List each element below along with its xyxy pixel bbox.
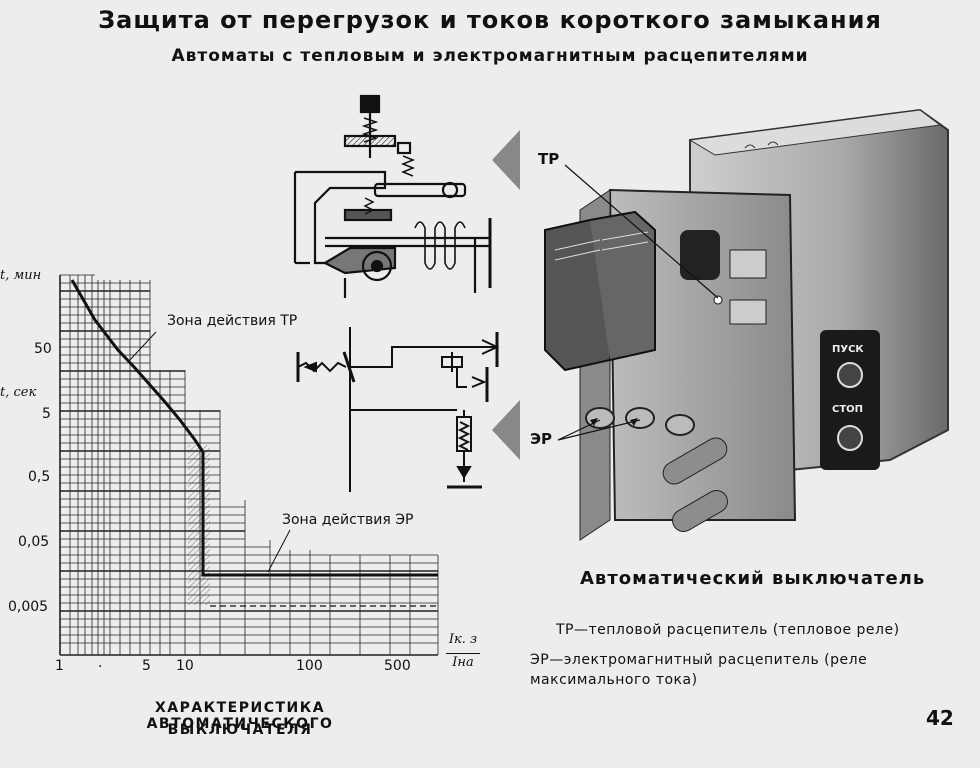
x-tick: 5	[142, 658, 151, 674]
y-axis-label-minutes: t, мин	[0, 268, 42, 283]
y-tick: 50	[34, 341, 52, 357]
x-tick: 100	[296, 658, 323, 674]
page-subtitle: Автоматы с тепловым и электромагнитным р…	[171, 46, 809, 66]
legend-er-line1: ЭР—электромагнитный расцепитель (реле	[530, 652, 868, 668]
x-tick: 1	[55, 658, 64, 674]
characteristic-chart	[59, 274, 439, 656]
pointer-triangle-icon	[492, 130, 520, 190]
electromagnetic-release-schematic	[296, 327, 500, 492]
annotation-tr-leader	[127, 331, 157, 363]
breaker-title: Автоматический выключатель	[580, 568, 926, 589]
circuit-breaker-illustration: ПУСК СТОП	[544, 108, 949, 541]
x-axis-label-numerator: Iк. з	[448, 632, 478, 647]
y-tick: 0,05	[18, 534, 50, 550]
page-title: Защита от перегрузок и токов короткого з…	[98, 6, 882, 34]
chart-caption-line1: ХАРАКТЕРИСТИКА АВТОМАТИЧЕСКОГО	[146, 700, 334, 732]
x-axis-label-denominator: Iна	[452, 655, 474, 670]
y-tick: 0,005	[8, 599, 49, 615]
label-tr: ТР	[538, 150, 560, 168]
svg-text:ПУСК: ПУСК	[832, 344, 864, 355]
thermal-release-schematic	[293, 94, 492, 298]
tr-curve	[70, 279, 205, 453]
annotation-er-zone: Зона действия ЭР	[280, 512, 416, 528]
legend-er-line2: максимального тока)	[530, 672, 698, 688]
legend-tr: ТР—тепловой расцепитель (тепловое реле)	[556, 622, 900, 638]
y-tick: 5	[42, 406, 51, 422]
y-axis-label-seconds: t, сек	[0, 385, 37, 400]
svg-text:СТОП: СТОП	[832, 404, 863, 415]
screw-head-icon	[359, 94, 381, 114]
x-tick: 500	[384, 658, 411, 674]
x-tick: 10	[176, 658, 194, 674]
label-er: ЭР	[530, 430, 553, 448]
pointer-triangle-icon	[492, 400, 520, 460]
annotation-er-leader	[267, 529, 291, 573]
annotation-tr-zone: Зона действия ТР	[165, 313, 300, 329]
x-tick: .	[98, 655, 103, 671]
x-axis-fraction-bar	[446, 653, 480, 654]
er-zone-hatch	[188, 445, 210, 605]
er-characteristic	[201, 452, 438, 577]
chart-caption-line2: ВЫКЛЮЧАТЕЛЯ	[167, 722, 313, 738]
page-number: 42	[926, 706, 954, 730]
y-tick: 0,5	[28, 469, 51, 485]
